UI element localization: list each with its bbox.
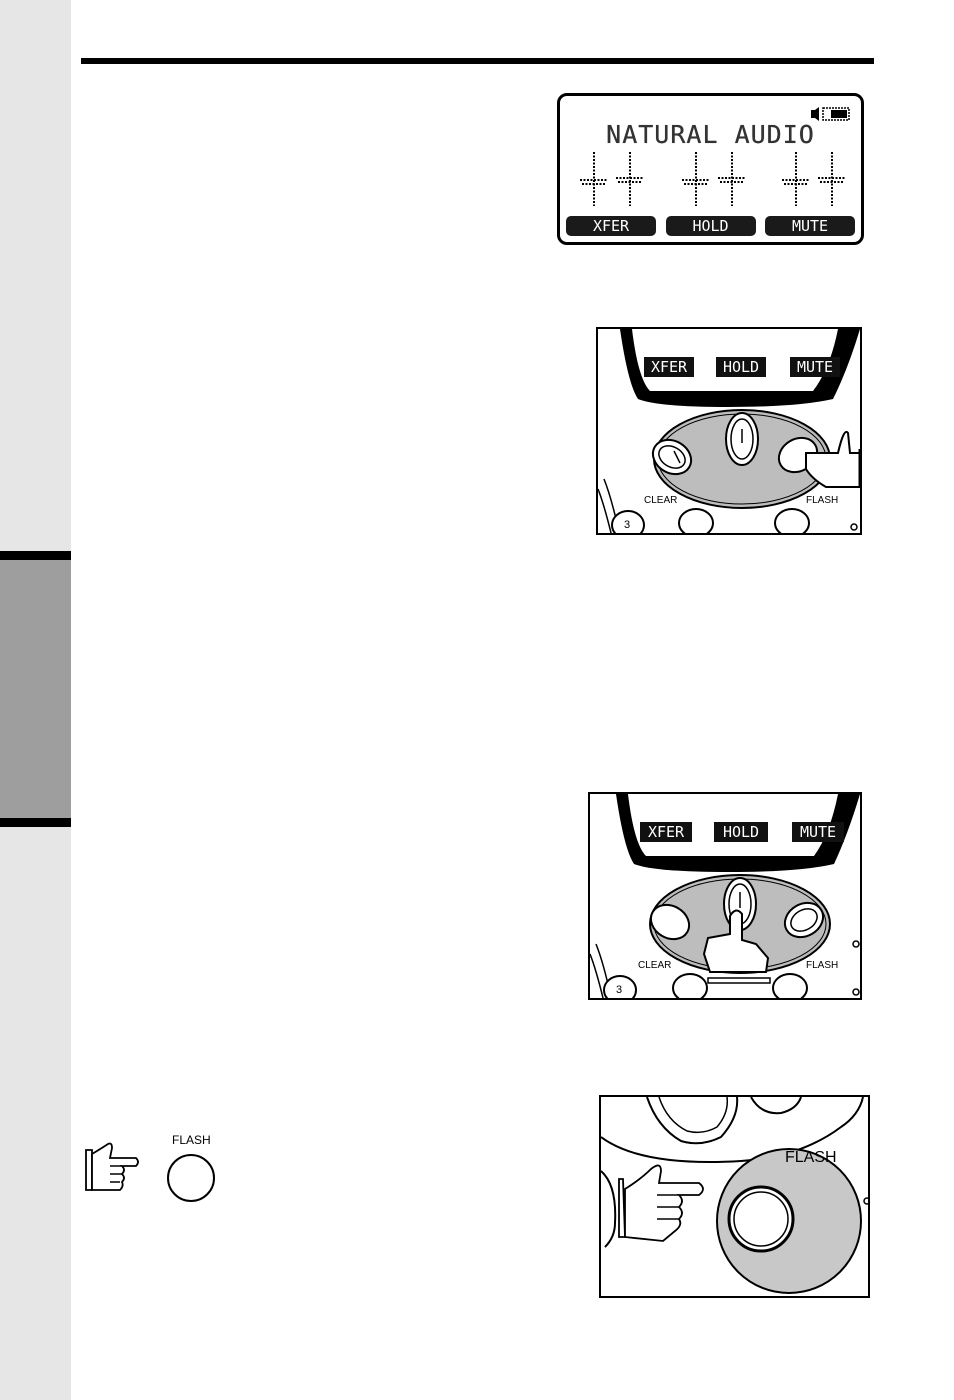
flash-key-label: FLASH bbox=[172, 1133, 211, 1147]
lcd-display: NATURAL AUDIO XFER HOLD MUTE bbox=[557, 93, 864, 245]
section-tab bbox=[0, 551, 71, 827]
fig1-key-3-label: 3 bbox=[624, 519, 630, 531]
fig2-softkey-xfer: XFER bbox=[640, 822, 692, 842]
fig2-flash-label: FLASH bbox=[806, 960, 838, 971]
figure-flash-key: FLASH bbox=[599, 1095, 870, 1298]
fig1-flash-label: FLASH bbox=[806, 495, 838, 506]
flash-key-icon bbox=[166, 1154, 216, 1204]
fig2-key-3-label: 3 bbox=[616, 984, 622, 996]
flash-key-closeup-illustration bbox=[601, 1097, 870, 1298]
fig1-softkey-hold: HOLD bbox=[716, 357, 766, 377]
lcd-softkey-hold: HOLD bbox=[666, 216, 756, 236]
lcd-softkey-mute: MUTE bbox=[765, 216, 855, 236]
fig2-softkey-hold: HOLD bbox=[714, 822, 768, 842]
figure-mute-key: XFER HOLD MUTE CLEAR FLASH 3 bbox=[596, 327, 862, 535]
fig1-clear-label: CLEAR bbox=[644, 495, 677, 506]
fig1-softkey-mute: MUTE bbox=[790, 357, 840, 377]
lcd-softkey-row: XFER HOLD MUTE bbox=[566, 216, 855, 236]
lcd-softkey-xfer: XFER bbox=[566, 216, 656, 236]
pointing-hand-icon bbox=[82, 1140, 142, 1200]
figure-hold-key: XFER HOLD MUTE CLEAR FLASH 3 bbox=[588, 792, 862, 1000]
fig3-flash-label: FLASH bbox=[785, 1149, 837, 1167]
fig1-softkey-xfer: XFER bbox=[644, 357, 694, 377]
fig2-clear-label: CLEAR bbox=[638, 960, 671, 971]
header-rule bbox=[81, 58, 874, 64]
fig2-softkey-mute: MUTE bbox=[792, 822, 844, 842]
